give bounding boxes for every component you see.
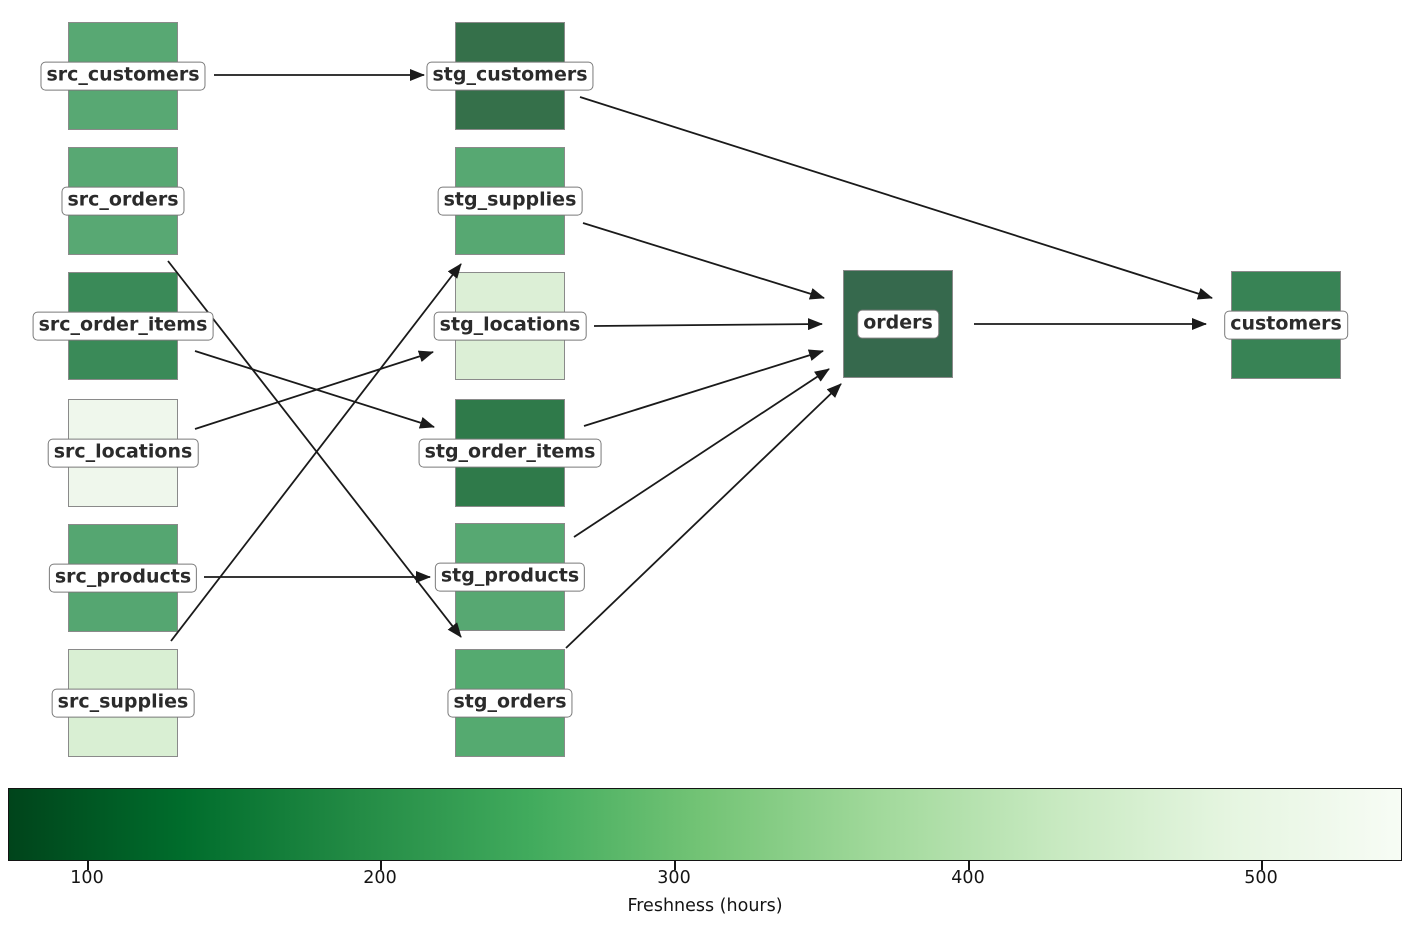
edge-stg_products-to-orders [573,368,830,538]
colorbar-ticklabel-400: 400 [951,868,985,888]
node-label-stg_supplies: stg_supplies [437,186,583,216]
colorbar-ticklabel-500: 500 [1244,868,1278,888]
edge-stg_customers-to-customers [579,96,1213,300]
colorbar-ticklabel-200: 200 [363,868,397,888]
edge-stg_orders-to-orders [565,383,842,649]
colorbar-tick-100 [87,861,89,870]
node-label-stg_order_items: stg_order_items [418,438,602,468]
node-label-src_locations: src_locations [47,438,199,468]
colorbar-tick-300 [674,861,676,870]
colorbar-axis-label: Freshness (hours) [627,896,783,916]
node-label-src_customers: src_customers [40,61,206,91]
node-label-customers: customers [1224,310,1348,340]
colorbar-tick-200 [380,861,382,870]
colorbar-ticklabel-100: 100 [70,868,104,888]
edge-stg_supplies-to-orders [582,222,825,300]
colorbar-tick-500 [1261,861,1263,870]
edge-stg_order_items-to-orders [583,349,824,427]
edge-stg_locations-to-orders [593,318,823,331]
edge-src_order_items-to-stg_order_items [194,350,435,429]
node-label-src_products: src_products [48,563,198,593]
colorbar-ticklabel-300: 300 [657,868,691,888]
colorbar [8,788,1402,861]
node-label-stg_products: stg_products [434,562,586,592]
node-label-stg_locations: stg_locations [433,311,587,341]
edge-src_locations-to-stg_locations [194,350,434,430]
node-label-src_orders: src_orders [61,186,185,216]
node-label-src_supplies: src_supplies [51,688,195,718]
colorbar-tick-400 [968,861,970,870]
edge-src_supplies-to-stg_supplies [170,263,462,642]
node-label-src_order_items: src_order_items [32,311,214,341]
edge-src_orders-to-stg_orders [167,260,462,638]
node-label-orders: orders [857,309,939,339]
node-label-stg_customers: stg_customers [426,61,594,91]
node-label-stg_orders: stg_orders [447,688,573,718]
